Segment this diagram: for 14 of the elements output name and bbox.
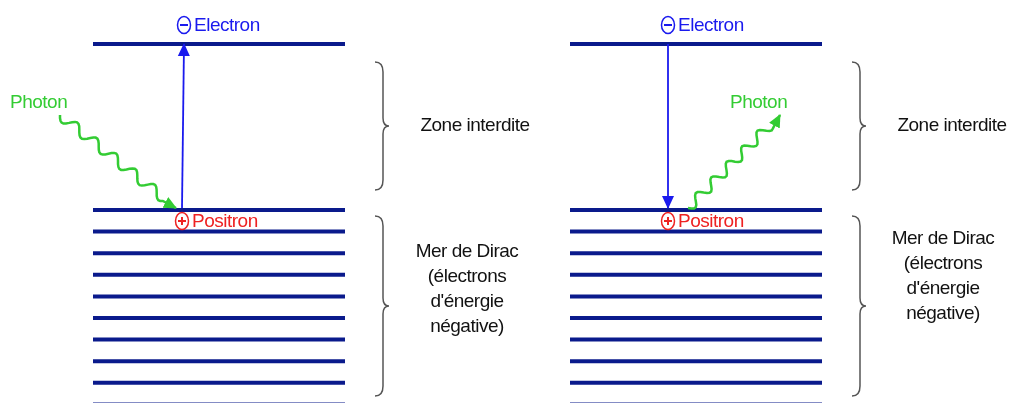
annotation-text: Zone interdite [896,113,1008,137]
particle-label: Photon [730,91,788,113]
particle-label: Positron [678,210,744,232]
particle-label: Positron [192,210,258,232]
annotation-text: Zone interdite [419,113,531,137]
particle-label: Photon [10,91,68,113]
wavy-arrow [687,114,782,210]
annotation-text: Mer de Dirac (électrons d'énergie négative) [890,226,996,325]
particle-label: Electron [194,14,260,36]
wavy-arrow [58,115,177,210]
annotation-text: Mer de Dirac (électrons d'énergie négative) [414,239,520,338]
arrow [177,43,190,209]
particle-label: Electron [678,14,744,36]
arrow [662,43,674,209]
